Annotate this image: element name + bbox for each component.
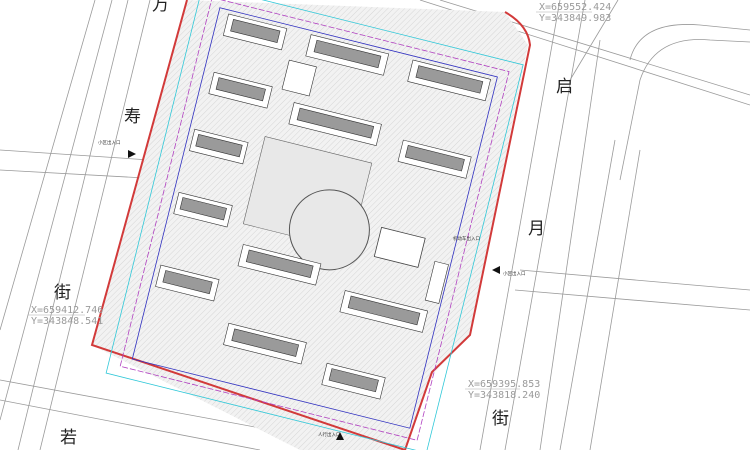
building <box>321 362 386 400</box>
street-char: 寿 <box>124 107 141 127</box>
red-boundary-line-east <box>404 11 532 450</box>
street-char: 万 <box>152 0 169 15</box>
street-char: 街 <box>492 409 509 429</box>
building <box>208 71 273 109</box>
entrance-arrow-icon <box>336 432 344 440</box>
vehicle-entrance-label: 机动车出入口 <box>453 235 480 242</box>
building <box>397 139 472 179</box>
svg-text:X=659412.746: X=659412.746 <box>31 305 103 316</box>
building <box>407 59 491 102</box>
street-char: 月 <box>528 219 545 239</box>
pool <box>373 226 426 268</box>
building <box>288 102 382 147</box>
entrance-label-east: 小区出入口 <box>503 270 526 277</box>
building <box>155 264 220 302</box>
red-boundary-line <box>90 0 406 450</box>
coordinate-label: X=659552.424 Y=343849.983 <box>536 2 611 24</box>
building <box>339 290 429 333</box>
entrance-arrow-icon <box>128 150 136 158</box>
entrance-label-west: 小区出入口 <box>98 139 121 146</box>
building <box>305 34 390 76</box>
setback-line <box>105 0 524 450</box>
pedestrian-entrance-label: 人行出入口 <box>318 431 341 438</box>
entrance-arrow-icon <box>492 266 500 274</box>
svg-text:Y=343849.983: Y=343849.983 <box>539 13 611 24</box>
street-char: 启 <box>556 77 573 97</box>
fire-lane <box>131 7 498 429</box>
building <box>223 322 307 365</box>
building <box>222 13 288 51</box>
building <box>173 191 233 228</box>
svg-text:X=659552.424: X=659552.424 <box>539 2 611 13</box>
building <box>189 128 249 165</box>
buildings <box>155 13 491 400</box>
street-char: 街 <box>54 283 71 303</box>
building <box>237 244 322 286</box>
coordinate-label: X=659395.853 Y=343818.240 <box>465 379 540 401</box>
svg-text:Y=343848.541: Y=343848.541 <box>31 316 103 327</box>
svg-text:X=659395.853: X=659395.853 <box>468 379 540 390</box>
svg-text:Y=343818.240: Y=343818.240 <box>468 390 540 401</box>
street-char: 若 <box>60 428 77 448</box>
coordinate-label: X=659412.746 Y=343848.541 <box>28 305 103 327</box>
